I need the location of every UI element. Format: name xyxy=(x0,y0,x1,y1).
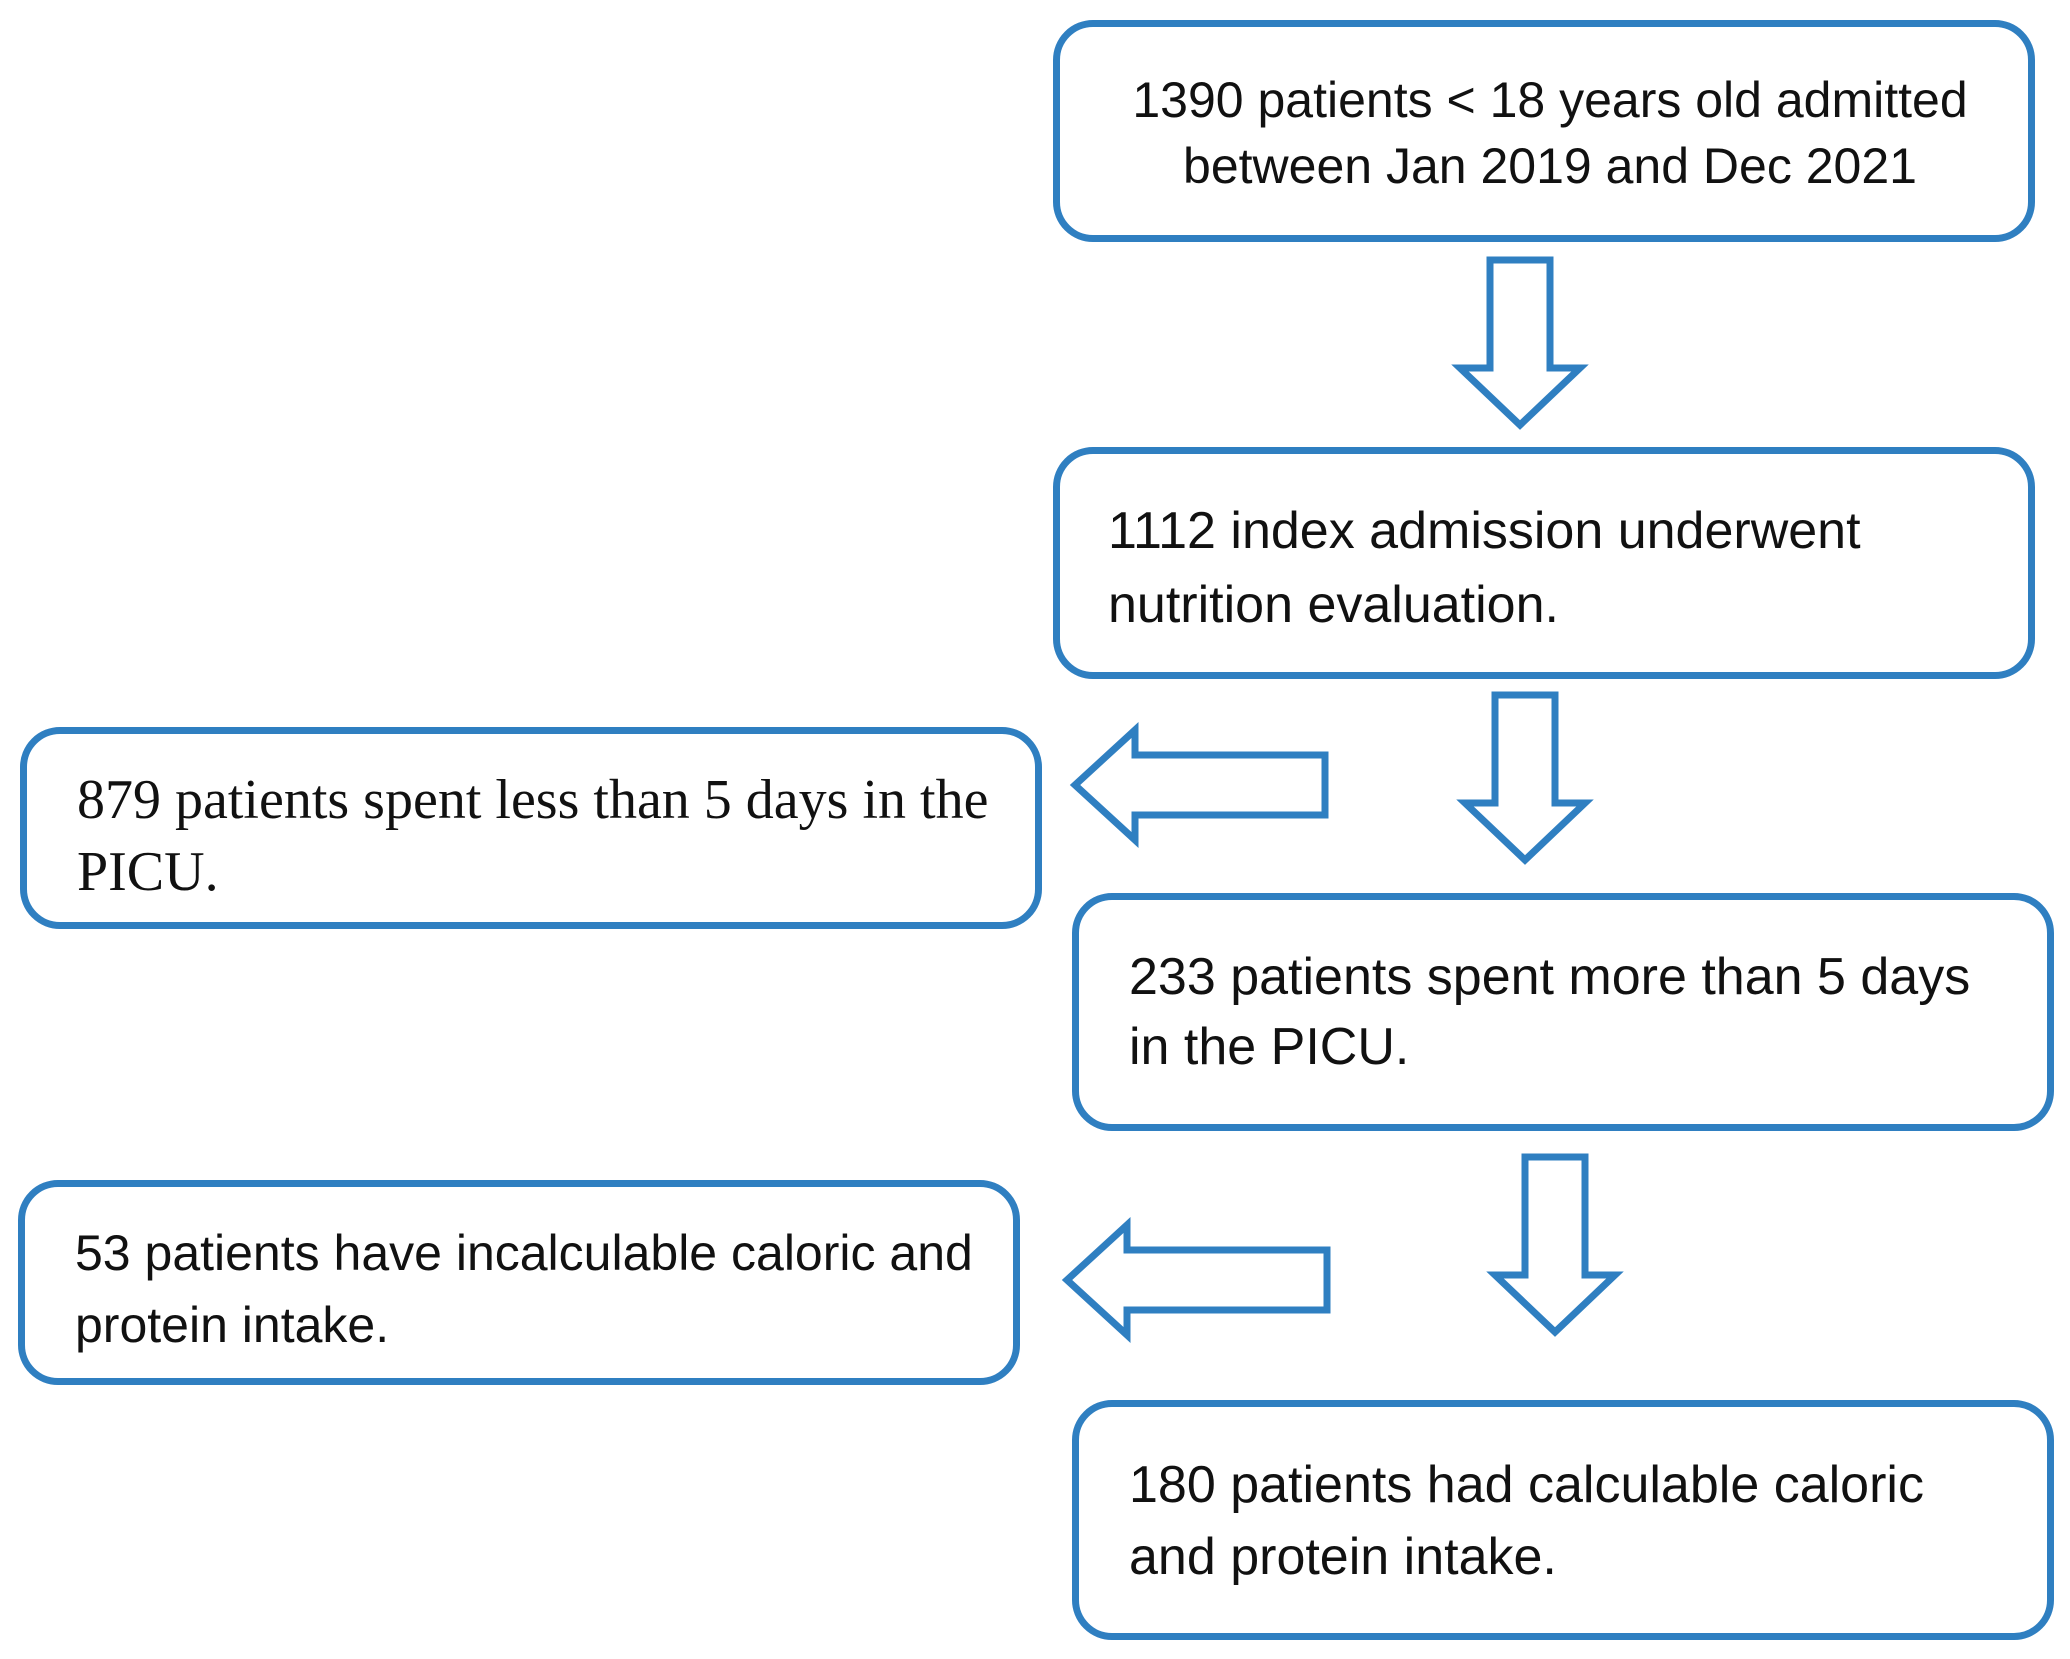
box-calculable-text: 180 patients had calculable caloric and … xyxy=(1129,1456,1924,1586)
box-admitted: 1390 patients < 18 years old admitted be… xyxy=(1053,20,2035,242)
down-arrow-icon xyxy=(1451,256,1589,430)
box-incalculable: 53 patients have incalculable caloric an… xyxy=(18,1180,1020,1385)
box-admitted-text: 1390 patients < 18 years old admitted be… xyxy=(1132,72,1968,194)
down-arrow-icon xyxy=(1486,1153,1624,1337)
left-arrow-icon xyxy=(1061,1217,1331,1343)
left-arrow-icon xyxy=(1069,722,1329,848)
box-short-stay: 879 patients spent less than 5 days in t… xyxy=(20,727,1042,929)
box-calculable: 180 patients had calculable caloric and … xyxy=(1072,1400,2054,1640)
box-evaluated: 1112 index admission underwent nutrition… xyxy=(1053,447,2035,679)
down-arrow-icon xyxy=(1456,691,1594,865)
box-long-stay-text: 233 patients spent more than 5 days in t… xyxy=(1129,948,1971,1076)
box-evaluated-text: 1112 index admission underwent nutrition… xyxy=(1108,502,1861,634)
box-long-stay: 233 patients spent more than 5 days in t… xyxy=(1072,893,2054,1131)
box-incalculable-text: 53 patients have incalculable caloric an… xyxy=(75,1225,973,1353)
box-short-stay-text: 879 patients spent less than 5 days in t… xyxy=(77,769,989,903)
